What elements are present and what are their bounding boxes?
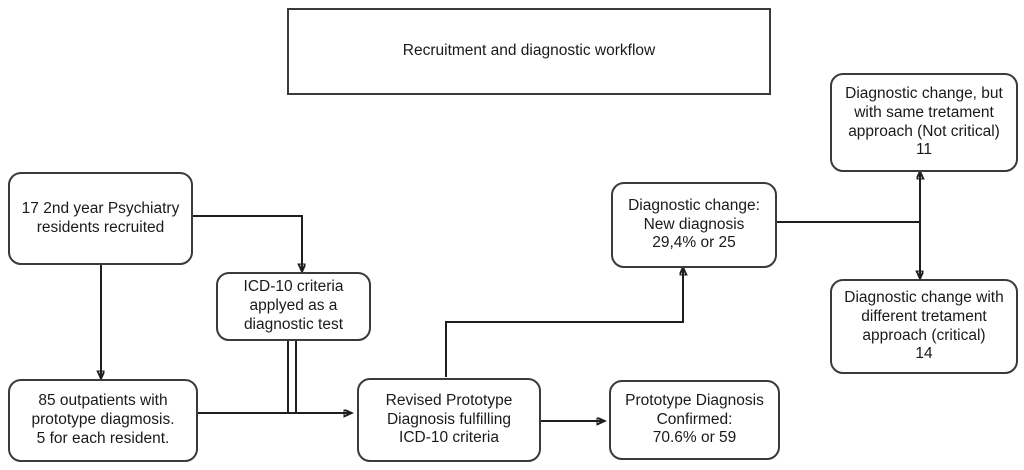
node-revised-prototype-diagnosis: Revised Prototype Diagnosis fulfilling I… [357, 378, 541, 462]
node-residents: 17 2nd year Psychiatry residents recruit… [8, 172, 193, 265]
edge-residents-to-icd10 [192, 215, 302, 271]
node-icd10-criteria: ICD-10 criteria applyed as a diagnostic … [216, 272, 371, 341]
title-text: Recruitment and diagnostic workflow [402, 42, 656, 60]
title-box: Recruitment and diagnostic workflow [287, 8, 771, 95]
node-prototype-diagnosis-confirmed: Prototype Diagnosis Confirmed: 70.6% or … [609, 380, 780, 460]
node-diagnostic-change-critical: Diagnostic change with different tretame… [830, 279, 1018, 374]
node-outpatients: 85 outpatients with prototype diagmosis.… [8, 379, 198, 462]
node-residents-text: 17 2nd year Psychiatry residents recruit… [21, 199, 180, 236]
edge-revised-to-new-diagnosis [445, 268, 683, 377]
node-icd10-criteria-text: ICD-10 criteria applyed as a diagnostic … [243, 278, 344, 333]
node-diagnostic-change-not-critical: Diagnostic change, but with same tretame… [830, 73, 1018, 172]
node-revised-prototype-diagnosis-text: Revised Prototype Diagnosis fulfilling I… [385, 391, 513, 447]
node-outpatients-text: 85 outpatients with prototype diagmosis.… [31, 392, 175, 447]
node-diagnostic-change-critical-text: Diagnostic change with different tretame… [844, 288, 1004, 363]
node-new-diagnosis-text: Diagnostic change: New diagnosis 29,4% o… [628, 196, 760, 252]
node-prototype-diagnosis-confirmed-text: Prototype Diagnosis Confirmed: 70.6% or … [625, 391, 764, 447]
node-new-diagnosis: Diagnostic change: New diagnosis 29,4% o… [611, 182, 777, 268]
node-diagnostic-change-not-critical-text: Diagnostic change, but with same tretame… [845, 84, 1003, 159]
